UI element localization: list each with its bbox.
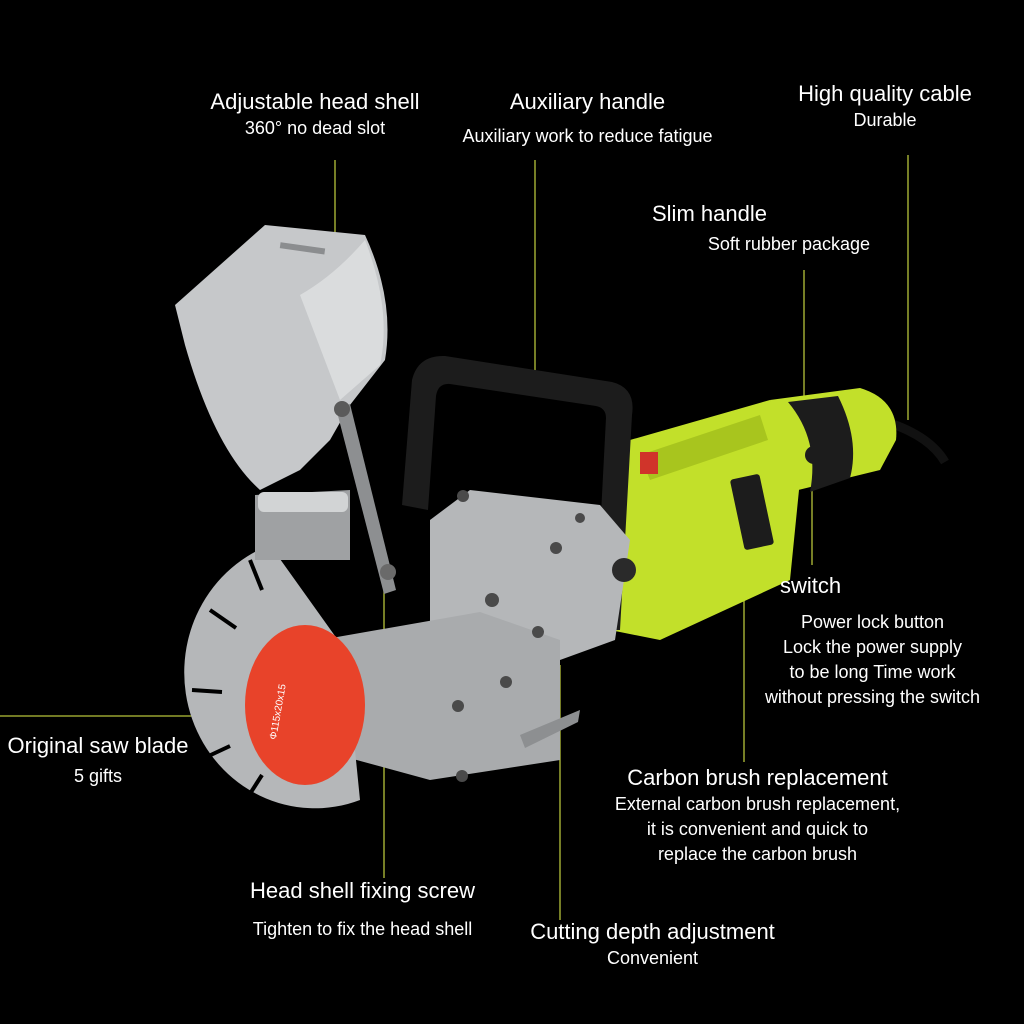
rubber-grip — [788, 396, 854, 492]
carbon-brush-title: Carbon brush replacement — [627, 765, 888, 790]
label-slim-handle: Slim handle Soft rubber package — [640, 200, 890, 257]
saw-blade: Φ115x20x15 — [184, 545, 365, 809]
carbon-brush-sub-1: External carbon brush replacement, — [614, 794, 901, 814]
switch-sub-3: to be long Time work — [789, 662, 956, 682]
switch-sub-1: Power lock button — [800, 612, 945, 632]
head-shell-title: Adjustable head shell — [210, 89, 420, 114]
blade-label-disc — [245, 625, 365, 785]
base-plate — [520, 710, 580, 748]
label-depth: Cutting depth adjustment Convenient — [505, 918, 800, 971]
label-carbon-brush: Carbon brush replacement External carbon… — [580, 764, 935, 867]
slim-handle-title: Slim handle — [652, 201, 767, 226]
switch-sub-2: Lock the power supply — [782, 637, 963, 657]
carbon-brush-sub-2: it is convenient and quick to — [646, 819, 869, 839]
depth-sub: Convenient — [606, 948, 699, 968]
label-head-shell: Adjustable head shell 360° no dead slot — [180, 88, 450, 141]
aux-handle-sub: Auxiliary work to reduce fatigue — [462, 126, 713, 146]
aux-handle-title: Auxiliary handle — [509, 89, 666, 114]
brand-badge — [640, 452, 658, 474]
switch-knob — [805, 446, 823, 464]
fixing-screw-sub: Tighten to fix the head shell — [252, 919, 473, 939]
fixing-screw-nut — [380, 564, 396, 580]
saw-blade-title: Original saw blade — [7, 733, 189, 758]
switch-sub-4: without pressing the switch — [764, 687, 981, 707]
housing-screws — [452, 490, 585, 782]
fixing-screw-title: Head shell fixing screw — [250, 878, 475, 903]
head-housing — [320, 612, 560, 780]
label-aux-handle: Auxiliary handle Auxiliary work to reduc… — [435, 88, 740, 149]
depth-adjust-knob — [612, 558, 636, 582]
shell-hinge — [258, 492, 348, 512]
blade-segments — [191, 559, 264, 802]
fixing-screw-top — [334, 401, 350, 417]
saw-blade-sub: 5 gifts — [73, 766, 123, 786]
head-shell-sub: 360° no dead slot — [244, 118, 386, 138]
label-saw-blade: Original saw blade 5 gifts — [0, 732, 196, 789]
label-cable: High quality cable Durable — [770, 80, 1000, 133]
label-switch-title: switch — [780, 572, 870, 600]
carbon-brush-sub-3: replace the carbon brush — [657, 844, 858, 864]
carbon-brush-cover — [730, 474, 774, 550]
cable-title: High quality cable — [798, 81, 972, 106]
switch-title: switch — [780, 573, 842, 598]
head-shell — [175, 225, 388, 560]
label-switch-sub: Power lock button Lock the power supply … — [740, 610, 1005, 710]
fixing-screw-arm — [336, 404, 396, 594]
label-fixing-screw: Head shell fixing screw Tighten to fix t… — [215, 877, 510, 942]
slim-handle-sub: Soft rubber package — [707, 234, 870, 254]
depth-title: Cutting depth adjustment — [530, 919, 775, 944]
motor-highlight — [640, 415, 768, 480]
cable-sub: Durable — [853, 110, 917, 130]
